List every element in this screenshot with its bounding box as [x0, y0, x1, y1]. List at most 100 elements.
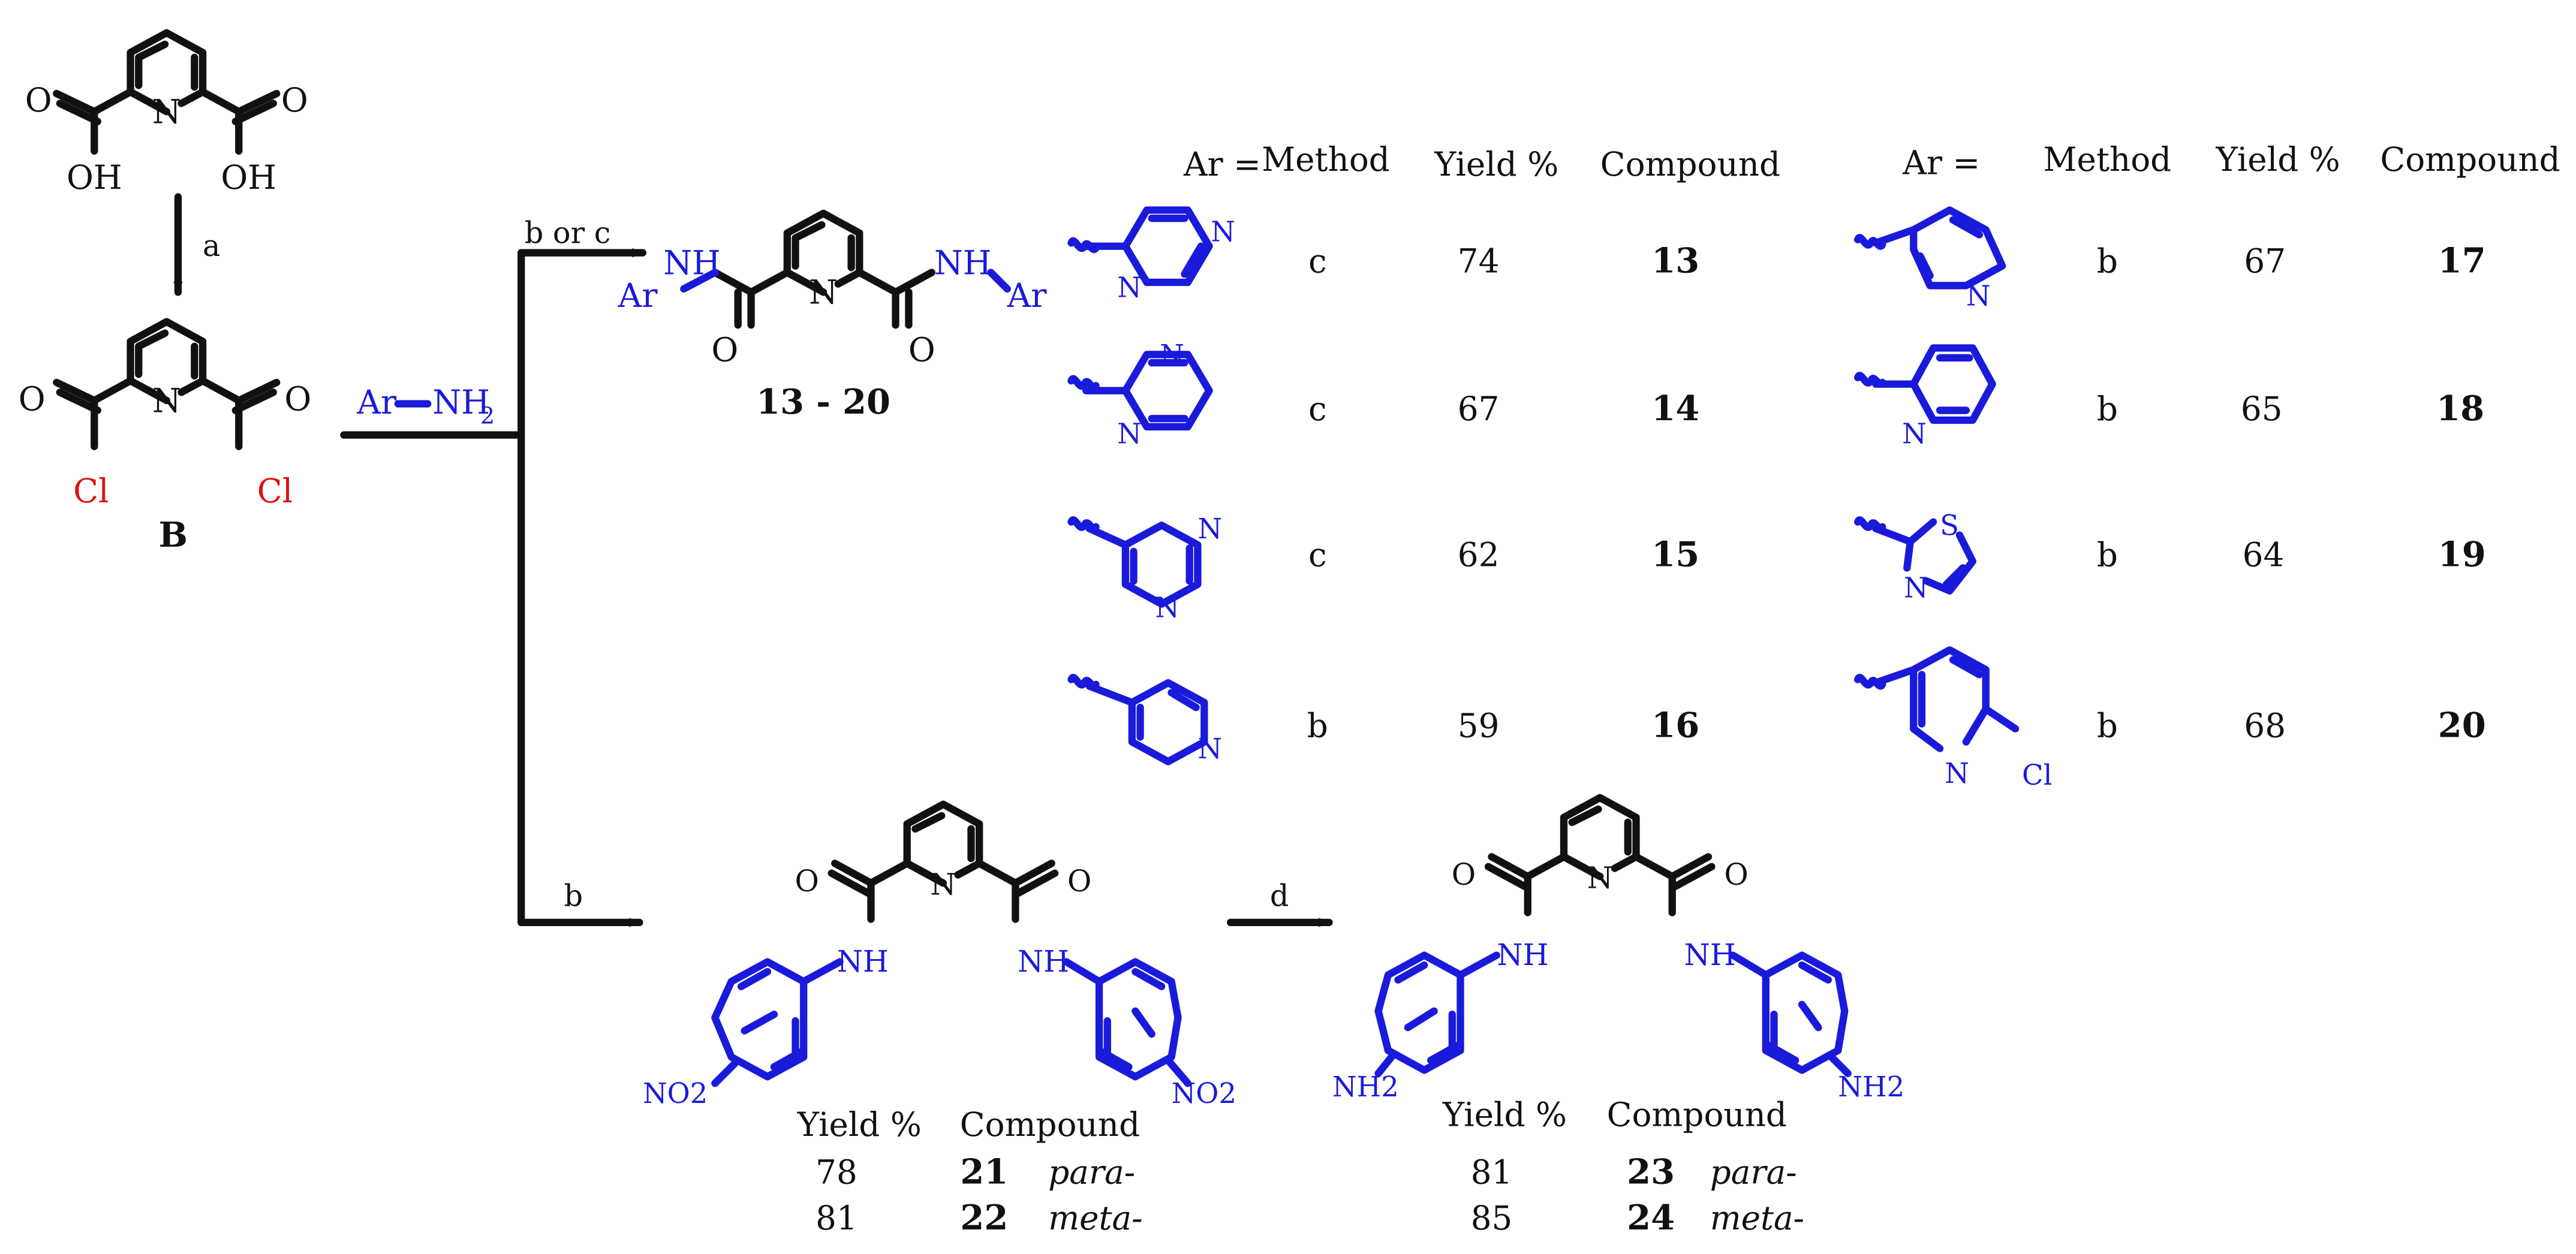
table1-row-14: c 67 14	[1308, 388, 1699, 429]
svg-text:Method: Method	[1262, 140, 1390, 179]
svg-text:Ar: Ar	[356, 383, 397, 421]
svg-text:85: 85	[1471, 1199, 1513, 1237]
svg-text:N: N	[930, 867, 956, 902]
svg-text:Yield %: Yield %	[1442, 1095, 1567, 1134]
svg-text:62: 62	[1458, 536, 1500, 574]
svg-text:meta-: meta-	[1710, 1199, 1804, 1237]
atom-ar: Ar	[1007, 276, 1048, 315]
ar-6-chloropyridin-3-yl: N Cl	[1854, 646, 2053, 791]
svg-text:13: 13	[1651, 240, 1699, 281]
svg-text:N: N	[1966, 279, 1991, 312]
arrow-d-label: d	[1270, 878, 1289, 913]
svg-text:N: N	[1945, 757, 1969, 789]
nitro-table: Yield % Compound 78 21 para- 81 22 meta-	[797, 1105, 1143, 1238]
svg-text:N: N	[1117, 417, 1142, 450]
svg-text:NH: NH	[1684, 938, 1736, 972]
svg-text:Ar =: Ar =	[1183, 145, 1261, 183]
svg-text:N: N	[1902, 417, 1927, 450]
ar-pyridin-2-yl: N	[1854, 344, 1996, 450]
svg-text:N: N	[1211, 216, 1235, 248]
svg-text:Compound: Compound	[1600, 145, 1780, 183]
svg-text:N: N	[1155, 592, 1179, 624]
atom-n: N	[152, 92, 181, 131]
svg-text:NH2: NH2	[1332, 1071, 1399, 1103]
atom-o: O	[25, 81, 52, 119]
svg-text:23: 23	[1627, 1151, 1675, 1192]
svg-text:22: 22	[960, 1197, 1008, 1238]
svg-text:para-: para-	[1710, 1153, 1797, 1191]
atom-n: N	[152, 381, 181, 420]
svg-text:N: N	[1587, 860, 1613, 895]
dipicolinic-acid-structure: N O OH O OH	[25, 29, 308, 197]
svg-text:b: b	[1307, 706, 1328, 744]
svg-text:O: O	[1067, 864, 1091, 899]
arrow-b-or-c-label: b or c	[525, 215, 611, 250]
svg-text:S: S	[1940, 510, 1959, 542]
svg-text:81: 81	[815, 1199, 857, 1237]
ar-pyrimidin-2-yl: N N	[1067, 339, 1213, 450]
aminophenyl-bis-amide-structure: N O O NH NH NH2 NH2	[1332, 794, 1904, 1103]
arrow-a-label: a	[203, 228, 220, 263]
arrow-b-label: b	[564, 878, 583, 913]
amino-table: Yield % Compound 81 23 para- 85 24 meta-	[1442, 1095, 1804, 1238]
table2-row-17: b 67 17	[2097, 240, 2486, 281]
svg-text:15: 15	[1651, 534, 1699, 575]
svg-text:N: N	[1197, 732, 1222, 765]
svg-text:20: 20	[2438, 704, 2486, 745]
table1-row-15: c 62 15	[1308, 534, 1699, 575]
svg-text:Method: Method	[2044, 140, 2172, 179]
ar-thiazol-2-yl: S N	[1854, 510, 1976, 604]
svg-text:19: 19	[2438, 534, 2486, 575]
svg-text:67: 67	[1458, 390, 1500, 428]
svg-text:O: O	[1452, 857, 1476, 892]
svg-text:b: b	[2097, 536, 2118, 574]
svg-text:21: 21	[960, 1151, 1008, 1192]
svg-text:c: c	[1308, 390, 1327, 428]
svg-text:c: c	[1308, 242, 1327, 281]
ar-pyridin-3-yl: N	[1854, 206, 2006, 312]
compound-range-label: 13 - 20	[756, 381, 890, 422]
svg-text:c: c	[1308, 536, 1327, 574]
svg-text:N: N	[1117, 272, 1142, 304]
svg-text:64: 64	[2243, 536, 2285, 574]
svg-text:N: N	[1904, 572, 1928, 604]
svg-text:Compound: Compound	[2380, 140, 2560, 179]
svg-text:O: O	[795, 864, 819, 899]
table2-row-19: b 64 19	[2097, 534, 2486, 575]
ar-pyridin-4-yl: N	[1067, 674, 1222, 765]
atom-ar: Ar	[618, 276, 658, 315]
svg-text:59: 59	[1458, 706, 1500, 744]
svg-text:16: 16	[1651, 704, 1699, 745]
table1-header: Ar = Method Yield % Compound	[1183, 140, 1780, 183]
svg-text:NO2: NO2	[1172, 1077, 1236, 1110]
compound-label-b: B	[158, 514, 188, 555]
svg-text:14: 14	[1651, 388, 1699, 429]
svg-text:NH2: NH2	[1838, 1071, 1904, 1103]
atom-o: O	[19, 380, 46, 418]
svg-text:17: 17	[2438, 240, 2486, 281]
svg-text:74: 74	[1458, 242, 1500, 281]
acid-chloride-structure: N O Cl O Cl	[19, 318, 311, 510]
atom-cl: Cl	[257, 472, 293, 510]
svg-text:68: 68	[2244, 706, 2286, 744]
atom-o: O	[908, 330, 935, 369]
table1-row-13: c 74 13	[1308, 240, 1699, 281]
svg-text:18: 18	[2436, 388, 2484, 429]
svg-text:Cl: Cl	[2022, 759, 2053, 791]
atom-nh: NH	[663, 243, 721, 282]
svg-text:Compound: Compound	[1607, 1095, 1787, 1134]
table2-header: Ar = Method Yield % Compound	[1902, 140, 2560, 182]
svg-text:b: b	[2097, 390, 2118, 428]
svg-text:65: 65	[2241, 390, 2283, 428]
svg-text:81: 81	[1471, 1153, 1513, 1191]
atom-o: O	[711, 330, 738, 369]
atom-cl: Cl	[73, 472, 109, 510]
svg-text:Yield %: Yield %	[1434, 145, 1558, 183]
svg-text:meta-: meta-	[1048, 1199, 1142, 1237]
table1-row-16: b 59 16	[1307, 704, 1699, 745]
atom-oh: OH	[67, 158, 122, 197]
svg-text:NO2: NO2	[643, 1077, 708, 1110]
svg-text:O: O	[1724, 857, 1748, 892]
svg-text:24: 24	[1627, 1197, 1675, 1238]
